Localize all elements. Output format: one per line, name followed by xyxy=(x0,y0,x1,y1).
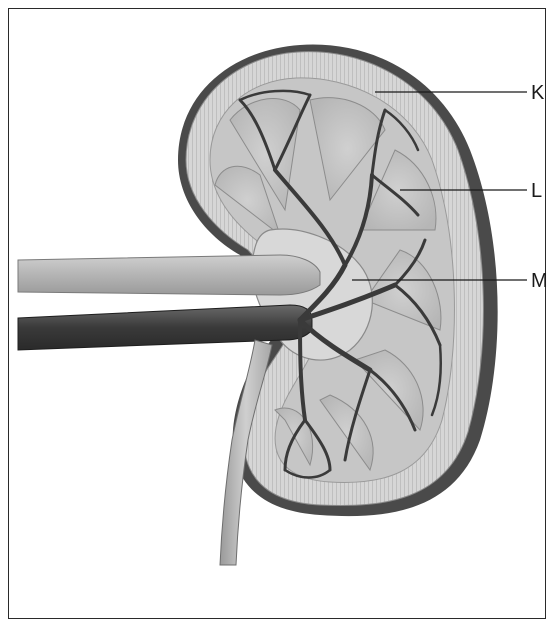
label-k: K xyxy=(531,82,545,104)
renal-artery xyxy=(18,305,312,350)
label-l: L xyxy=(531,180,542,202)
renal-vein xyxy=(18,255,320,295)
label-m: M xyxy=(531,270,548,292)
